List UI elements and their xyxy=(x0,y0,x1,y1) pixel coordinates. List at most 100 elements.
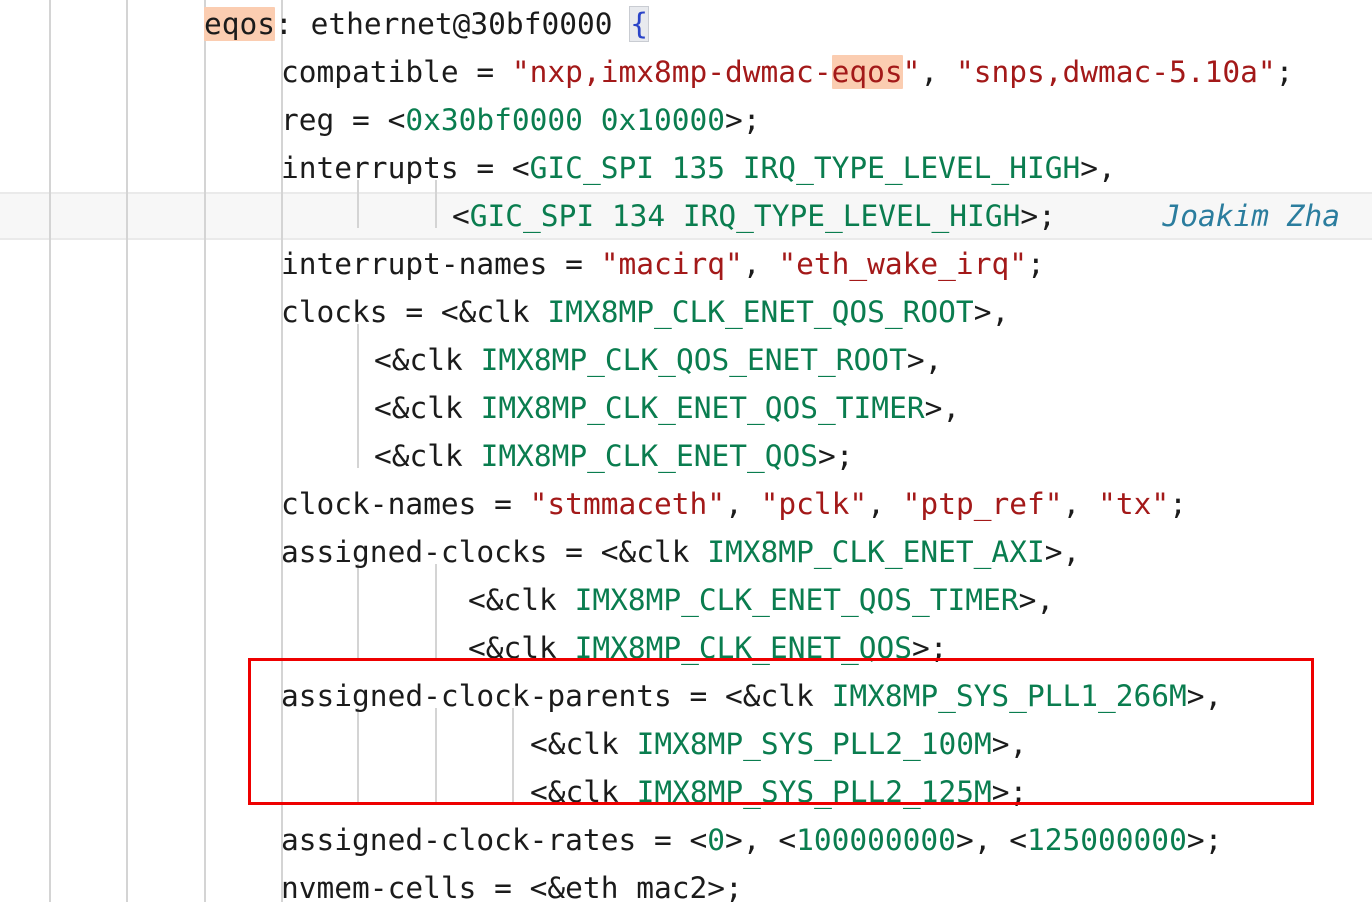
indent-guide xyxy=(435,708,437,804)
code-token-identifier: IMX8MP_CLK_ENET_AXI xyxy=(707,535,1045,569)
bracket-match-highlight: { xyxy=(630,7,649,41)
code-token-plain: >, xyxy=(1044,535,1081,569)
code-line[interactable]: <&clk IMX8MP_CLK_QOS_ENET_ROOT>, xyxy=(0,336,1372,384)
code-line-text: interrupt-names = "macirq", "eth_wake_ir… xyxy=(281,240,1045,288)
code-token-plain: >; xyxy=(991,775,1028,809)
code-token-plain: >; xyxy=(1020,199,1056,233)
code-token-plain xyxy=(1056,199,1163,233)
code-line-text: <&clk IMX8MP_SYS_PLL2_125M>; xyxy=(530,768,1027,816)
code-token-plain: , xyxy=(1062,487,1099,521)
code-line[interactable]: <&clk IMX8MP_CLK_ENET_QOS>; xyxy=(0,432,1372,480)
code-line-text: assigned-clocks = <&clk IMX8MP_CLK_ENET_… xyxy=(281,528,1080,576)
code-line-text: compatible = "nxp,imx8mp-dwmac-eqos", "s… xyxy=(281,48,1293,96)
indent-guide xyxy=(357,324,359,468)
code-token-identifier: IMX8MP_CLK_ENET_QOS xyxy=(480,439,819,473)
code-token-plain: compatible = xyxy=(281,55,512,89)
code-token-string: "nxp,imx8mp-dwmac- xyxy=(511,55,832,89)
code-token-identifier: 0x30bf0000 0x10000 xyxy=(405,103,726,137)
code-token-string: " xyxy=(902,55,921,89)
code-line[interactable]: assigned-clock-rates = <0>, <100000000>,… xyxy=(0,816,1372,864)
indent-guide xyxy=(281,708,283,804)
code-line-text: nvmem-cells = <&eth_mac2>; xyxy=(281,864,743,902)
code-line-text: assigned-clock-rates = <0>, <100000000>,… xyxy=(281,816,1222,864)
code-token-plain: <&clk xyxy=(374,439,481,473)
code-token-string: "pclk" xyxy=(760,487,868,521)
code-line-text: <&clk IMX8MP_SYS_PLL2_100M>, xyxy=(530,720,1027,768)
code-line[interactable]: assigned-clocks = <&clk IMX8MP_CLK_ENET_… xyxy=(0,528,1372,576)
code-token-plain: >, xyxy=(1080,151,1116,185)
code-line-text: reg = <0x30bf0000 0x10000>; xyxy=(281,96,761,144)
indent-guide xyxy=(49,0,51,902)
code-line-text: clocks = <&clk IMX8MP_CLK_ENET_QOS_ROOT>… xyxy=(281,288,1009,336)
code-line[interactable]: interrupt-names = "macirq", "eth_wake_ir… xyxy=(0,240,1372,288)
code-token-plain: nvmem-cells = <&eth_mac2>; xyxy=(281,871,743,902)
code-token-plain: >, < xyxy=(725,823,797,857)
code-token-identifier: IMX8MP_CLK_ENET_QOS_TIMER xyxy=(480,391,925,425)
code-token-plain: ; xyxy=(1026,247,1045,281)
code-token-plain: >, xyxy=(973,295,1010,329)
code-token-string: "macirq" xyxy=(600,247,743,281)
code-token-plain: < xyxy=(452,199,470,233)
code-line[interactable]: <&clk IMX8MP_SYS_PLL2_100M>, xyxy=(0,720,1372,768)
code-token-identifier: 125000000 xyxy=(1026,823,1187,857)
code-token-identifier: 100000000 xyxy=(796,823,956,857)
code-line[interactable]: <&clk IMX8MP_CLK_ENET_QOS>; xyxy=(0,624,1372,672)
code-line-text: <GIC_SPI 134 IRQ_TYPE_LEVEL_HIGH>; Joaki… xyxy=(452,192,1340,240)
code-token-plain: <&clk xyxy=(374,343,481,377)
code-line-text: clock-names = "stmmaceth", "pclk", "ptp_… xyxy=(281,480,1187,528)
code-line[interactable]: interrupts = <GIC_SPI 135 IRQ_TYPE_LEVEL… xyxy=(0,144,1372,192)
code-token-plain: >, xyxy=(1186,679,1223,713)
code-token-plain: interrupt-names = xyxy=(281,247,601,281)
code-token-identifier: GIC_SPI 135 IRQ_TYPE_LEVEL_HIGH xyxy=(529,151,1081,185)
code-token-plain: >, xyxy=(1018,583,1055,617)
indent-guide xyxy=(357,564,359,660)
code-line-text: interrupts = <GIC_SPI 135 IRQ_TYPE_LEVEL… xyxy=(281,144,1116,192)
code-line[interactable]: eqos: ethernet@30bf0000 { xyxy=(0,0,1372,48)
code-line[interactable]: <&clk IMX8MP_CLK_ENET_QOS_TIMER>, xyxy=(0,384,1372,432)
code-line[interactable]: clock-names = "stmmaceth", "pclk", "ptp_… xyxy=(0,480,1372,528)
code-token-plain: >; xyxy=(912,631,948,665)
code-token-plain: , xyxy=(920,55,956,89)
code-token-identifier: GIC_SPI 134 IRQ_TYPE_LEVEL_HIGH xyxy=(469,199,1021,233)
code-token-identifier: IMX8MP_CLK_ENET_QOS_ROOT xyxy=(547,295,974,329)
code-token-blame: Joakim Zha xyxy=(1162,199,1341,233)
code-line[interactable]: reg = <0x30bf0000 0x10000>; xyxy=(0,96,1372,144)
code-token-plain: assigned-clocks = <&clk xyxy=(281,535,708,569)
code-token-plain: <&clk xyxy=(468,583,575,617)
code-token-plain: clocks = <&clk xyxy=(281,295,548,329)
indent-guide xyxy=(126,0,128,902)
code-line-text: <&clk IMX8MP_CLK_ENET_QOS_TIMER>, xyxy=(374,384,960,432)
code-token-plain: <&clk xyxy=(530,727,637,761)
code-token-plain: ; xyxy=(1169,487,1187,521)
code-token-identifier: IMX8MP_SYS_PLL2_125M xyxy=(636,775,992,809)
indent-guide xyxy=(357,180,359,228)
code-token-string: "ptp_ref" xyxy=(902,487,1063,521)
code-token-identifier: IMX8MP_CLK_ENET_QOS xyxy=(574,631,913,665)
code-line[interactable]: clocks = <&clk IMX8MP_CLK_ENET_QOS_ROOT>… xyxy=(0,288,1372,336)
code-token-string: "eth_wake_irq" xyxy=(778,247,1027,281)
indent-guide xyxy=(357,708,359,804)
code-line[interactable]: assigned-clock-parents = <&clk IMX8MP_SY… xyxy=(0,672,1372,720)
code-token-plain: <&clk xyxy=(374,391,481,425)
code-token-plain: assigned-clock-parents = <&clk xyxy=(281,679,832,713)
code-token-plain: >; xyxy=(818,439,854,473)
indent-guide xyxy=(435,180,437,228)
code-token-plain: interrupts = < xyxy=(281,151,530,185)
code-token-plain: , xyxy=(725,487,761,521)
code-line-text: <&clk IMX8MP_CLK_QOS_ENET_ROOT>, xyxy=(374,336,942,384)
code-token-plain: ; xyxy=(1275,55,1294,89)
code-line[interactable]: <GIC_SPI 134 IRQ_TYPE_LEVEL_HIGH>; Joaki… xyxy=(0,192,1372,240)
code-line[interactable]: nvmem-cells = <&eth_mac2>; xyxy=(0,864,1372,902)
code-token-plain: : ethernet@30bf0000 xyxy=(275,7,631,41)
code-line[interactable]: compatible = "nxp,imx8mp-dwmac-eqos", "s… xyxy=(0,48,1372,96)
code-line[interactable]: <&clk IMX8MP_SYS_PLL2_125M>; xyxy=(0,768,1372,816)
code-token-identifier: IMX8MP_CLK_QOS_ENET_ROOT xyxy=(480,343,907,377)
code-token-plain: , xyxy=(742,247,779,281)
code-line[interactable]: <&clk IMX8MP_CLK_ENET_QOS_TIMER>, xyxy=(0,576,1372,624)
code-token-plain: reg = < xyxy=(281,103,406,137)
indent-guide xyxy=(281,324,283,468)
code-token-plain: >, xyxy=(924,391,961,425)
